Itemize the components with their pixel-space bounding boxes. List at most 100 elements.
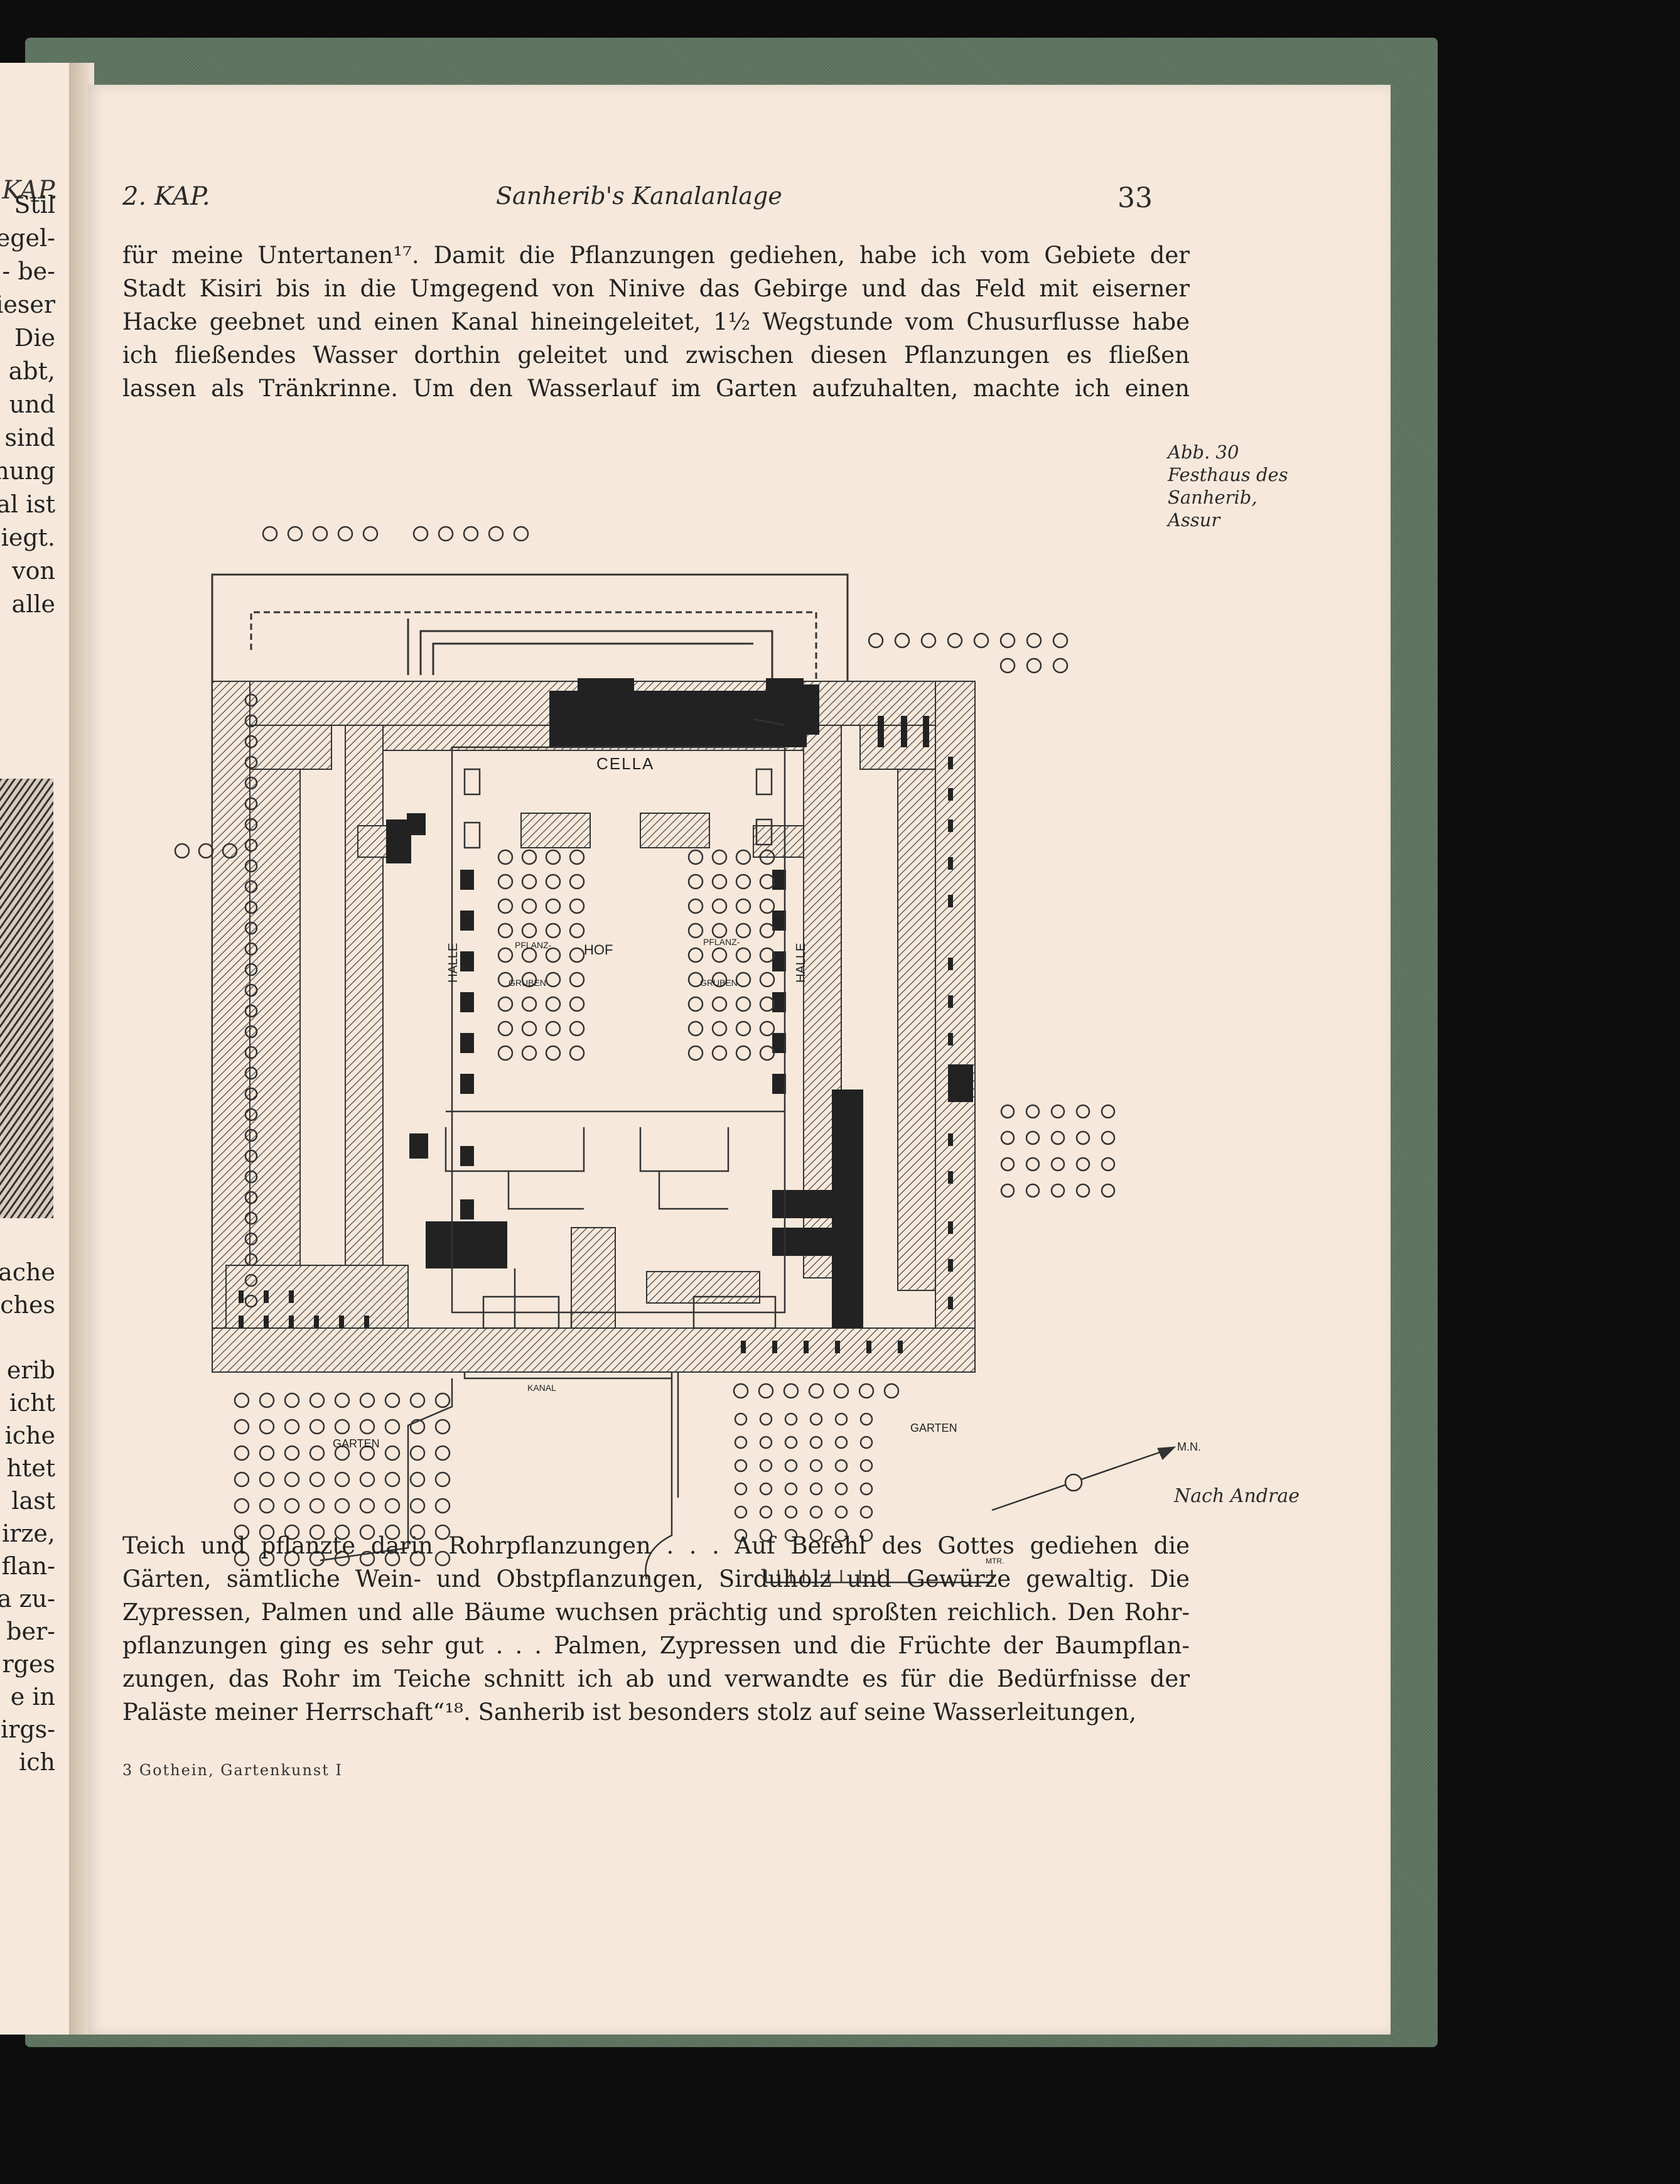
label-gruben-left: GRUBEN <box>509 978 546 988</box>
plan-circle <box>545 922 561 939</box>
plan-circle <box>359 1419 375 1435</box>
plan-circle <box>711 1020 728 1037</box>
plan-circle <box>809 1412 823 1426</box>
plan-circle <box>497 873 514 890</box>
plan-circle <box>309 1498 325 1514</box>
plan-circle <box>284 1498 300 1514</box>
plan-circle <box>1000 1104 1015 1119</box>
plan-circle <box>569 873 585 890</box>
plan-circle <box>359 1392 375 1408</box>
left-page-engraving <box>0 779 53 1218</box>
plan-circle <box>497 1045 514 1061</box>
plan-circle <box>1075 1130 1090 1145</box>
plan-circle <box>244 1294 258 1308</box>
plan-circle <box>497 996 514 1012</box>
plan-circle <box>244 1087 258 1101</box>
plan-circle <box>244 1128 258 1142</box>
plan-circle <box>999 657 1016 674</box>
plan-circle <box>759 1459 773 1473</box>
text-line: Teich und pflanzte darin Rohrpflanzungen… <box>122 1532 1190 1559</box>
figure-credit: Nach Andrae <box>1174 1485 1300 1507</box>
left-running-head: KAP. <box>2 176 58 205</box>
plan-circle <box>687 971 704 988</box>
plan-circle <box>711 922 728 939</box>
plan-circle <box>244 900 258 914</box>
plan-circle <box>244 880 258 894</box>
plan-circle <box>1025 1183 1040 1198</box>
scale-bar <box>765 1570 993 1584</box>
plan-circle <box>687 947 704 963</box>
text-line: Paläste meiner Herrschaft“¹⁸. Sanherib i… <box>122 1699 1137 1726</box>
plan-circle <box>259 1445 275 1461</box>
plan-circle <box>521 971 537 988</box>
plan-circle <box>244 714 258 728</box>
plan-circle <box>244 1191 258 1204</box>
plan-circle <box>859 1505 873 1519</box>
plan-circle <box>735 996 751 1012</box>
text-line: pflanzungen ging es sehr gut . . . Palme… <box>122 1632 1190 1659</box>
plan-circle <box>334 1498 350 1514</box>
plan-circle <box>687 996 704 1012</box>
plan-circle <box>833 1383 849 1399</box>
plan-circle <box>1101 1157 1116 1172</box>
plan-circle <box>999 632 1016 649</box>
paragraph-bottom: Teich und pflanzte darin Rohrpflanzungen… <box>122 1529 1190 1729</box>
plan-circle <box>521 1045 537 1061</box>
plan-circle <box>384 1498 401 1514</box>
plan-circle <box>174 843 190 859</box>
plan-circle <box>834 1435 848 1449</box>
plan-circle <box>244 818 258 831</box>
plan-circle <box>759 873 775 890</box>
plan-circle <box>1000 1157 1015 1172</box>
plan-circle <box>409 1524 426 1540</box>
plan-circle <box>711 873 728 890</box>
plan-circle <box>859 1459 873 1473</box>
label-hof: HOF <box>584 942 613 958</box>
plan-circle <box>244 693 258 707</box>
plan-circle <box>284 1471 300 1488</box>
plan-circle <box>497 898 514 914</box>
text-line: ich fließendes Wasser dorthin geleitet u… <box>122 342 1190 369</box>
plan-circle <box>1026 657 1042 674</box>
plan-circle <box>384 1392 401 1408</box>
plan-circle <box>809 1505 823 1519</box>
plan-circle <box>858 1383 875 1399</box>
plan-circle <box>759 1020 775 1037</box>
plan-circle <box>1025 1104 1040 1119</box>
plan-circle <box>384 1550 401 1567</box>
plan-circle <box>359 1471 375 1488</box>
plan-circle <box>784 1482 798 1496</box>
plan-circle <box>834 1505 848 1519</box>
plan-circle <box>244 942 258 956</box>
plan-circle <box>834 1459 848 1473</box>
plan-circle <box>521 996 537 1012</box>
plan-circle <box>359 1445 375 1461</box>
north-arrow <box>991 1446 1177 1511</box>
plan-circle <box>222 843 238 859</box>
plan-circle <box>735 873 751 890</box>
plan-circle <box>711 947 728 963</box>
plan-circle <box>434 1471 451 1488</box>
plan-circle <box>434 1524 451 1540</box>
plan-circle <box>711 971 728 988</box>
plan-circle <box>1025 1130 1040 1145</box>
plan-circle <box>234 1524 250 1540</box>
plan-circle <box>759 1435 773 1449</box>
planting-pits <box>497 849 775 1061</box>
plan-circle <box>497 1020 514 1037</box>
plan-circle <box>868 632 884 649</box>
plan-circle <box>809 1528 823 1542</box>
plan-circle <box>809 1459 823 1473</box>
plan-circle <box>521 849 537 865</box>
label-halle-left: HALLE <box>446 943 460 983</box>
plan-circle <box>687 1020 704 1037</box>
plan-circle <box>734 1435 748 1449</box>
plan-circle <box>947 632 963 649</box>
plan-circle <box>545 996 561 1012</box>
plan-circle <box>711 898 728 914</box>
plan-circle <box>309 1445 325 1461</box>
plan-circle <box>234 1419 250 1435</box>
plan-circle <box>234 1392 250 1408</box>
plan-circle <box>687 898 704 914</box>
plan-circle <box>284 1550 300 1567</box>
